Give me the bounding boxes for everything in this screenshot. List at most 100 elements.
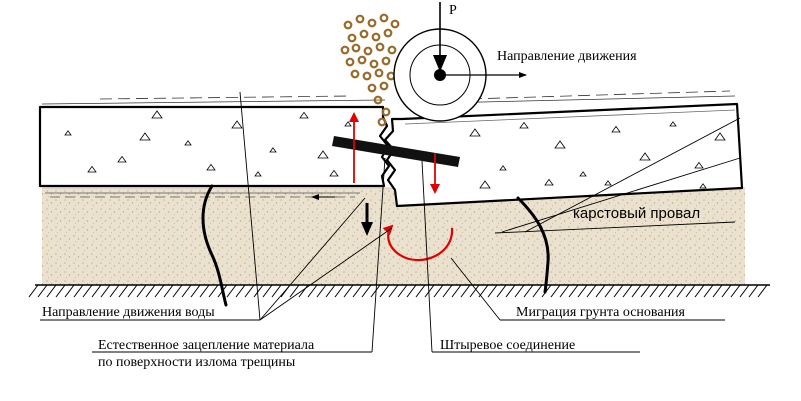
aggregate-interlock-label-line2: по поверхности излома трещины (98, 355, 296, 370)
aggregate-mark (669, 121, 677, 127)
granule (381, 107, 391, 117)
ground-hatch-mark (172, 284, 183, 298)
ground-hatch-mark (631, 284, 642, 298)
aggregate-mark (231, 120, 243, 129)
ground-hatch-mark (712, 284, 723, 298)
soil-root-curves (201, 184, 550, 307)
soil-migration-label: Миграция грунта основания (516, 305, 686, 320)
ground-hatch-mark (667, 284, 678, 298)
ground-hatch-mark (676, 284, 687, 298)
ground-hatch-mark (397, 284, 408, 298)
ground-hatch-mark (343, 284, 354, 298)
ground-hatch-mark (226, 284, 237, 298)
aggregate-mark (554, 140, 566, 149)
concrete-aggregate-marks (64, 110, 726, 189)
leader-lines (40, 91, 741, 353)
ground-hatch-mark (352, 284, 363, 298)
ground-hatch-mark (100, 284, 111, 298)
aggregate-mark (269, 147, 277, 153)
granule (363, 46, 373, 56)
ground-hatch-mark (163, 284, 174, 298)
water-flow-direction-label: Направление движения воды (42, 305, 215, 320)
aggregate-mark (184, 140, 192, 146)
granule (350, 69, 360, 79)
ground-hatch-mark (496, 284, 507, 298)
ground-hatch-mark (640, 284, 651, 298)
ground-hatch-mark (469, 284, 480, 298)
granule (345, 57, 355, 67)
ground-hatch-mark (118, 284, 129, 298)
ground-hatch-mark (658, 284, 669, 298)
ground-hatch-mark (46, 284, 57, 298)
granule (351, 43, 361, 53)
ground-hatch-mark (55, 284, 66, 298)
aggregate-mark (139, 132, 151, 141)
ground-hatch-mark (550, 284, 561, 298)
aggregate-mark (254, 171, 262, 177)
ground-hatch-mark (532, 284, 543, 298)
ground-hatch-mark (307, 284, 318, 298)
load-label: P (449, 3, 457, 18)
aggregate-mark (87, 165, 97, 173)
ground-hatch-mark (262, 284, 273, 298)
granule (387, 45, 397, 55)
ground-hatch-mark (424, 284, 435, 298)
sand-base-layer (42, 188, 745, 285)
ground-hatch-mark (244, 284, 255, 298)
ground-hatch-mark (208, 284, 219, 298)
granule (377, 117, 387, 127)
ground-hatch-mark (604, 284, 615, 298)
surface-water-lines (41, 90, 736, 105)
ground-hatch-mark (757, 284, 768, 298)
granule (379, 81, 389, 91)
granule (347, 33, 357, 43)
ground-hatch-mark (505, 284, 516, 298)
ground-hatch-mark (199, 284, 210, 298)
aggregate-mark (206, 163, 216, 171)
ground-hatch-mark (586, 284, 597, 298)
granule (357, 55, 367, 65)
granule (390, 19, 400, 29)
aggregate-interlock-label-line1: Естественное зацепление материала (98, 338, 315, 353)
aggregate-mark (714, 132, 726, 141)
ground-hatch-mark (28, 284, 39, 298)
force-arrows (349, 112, 440, 194)
ground-hatch-mark (487, 284, 498, 298)
granule (371, 32, 381, 42)
aggregate-mark (479, 180, 491, 189)
granule (362, 71, 372, 81)
granule (375, 42, 385, 52)
ground-line (28, 284, 770, 298)
granule (381, 56, 391, 66)
ground-hatch-mark (613, 284, 624, 298)
ground-hatch-mark (388, 284, 399, 298)
aggregate-mark (344, 121, 352, 127)
granule (373, 95, 383, 105)
ground-hatch-mark (253, 284, 264, 298)
aggregate-mark (499, 165, 507, 171)
ground-hatch-mark (442, 284, 453, 298)
aggregate-mark (64, 130, 72, 136)
ground-hatch-mark (406, 284, 417, 298)
ground-hatch-mark (334, 284, 345, 298)
aggregate-mark (694, 161, 704, 169)
ground-hatch-mark (325, 284, 336, 298)
ground-hatch-mark (694, 284, 705, 298)
granule (369, 59, 379, 69)
load-arrow-icon (433, 2, 447, 72)
aggregate-mark (317, 150, 329, 159)
granule (355, 14, 365, 24)
ground-hatch-mark (91, 284, 102, 298)
ground-hatch-mark (145, 284, 156, 298)
ground-hatch-mark (595, 284, 606, 298)
ground-hatch-mark (451, 284, 462, 298)
granule (367, 83, 377, 93)
granule (386, 71, 396, 81)
ground-hatch-mark (748, 284, 759, 298)
aggregate-mark (604, 180, 612, 186)
aggregate-mark (579, 171, 587, 177)
ground-hatch-mark (181, 284, 192, 298)
ground-hatch-mark (316, 284, 327, 298)
